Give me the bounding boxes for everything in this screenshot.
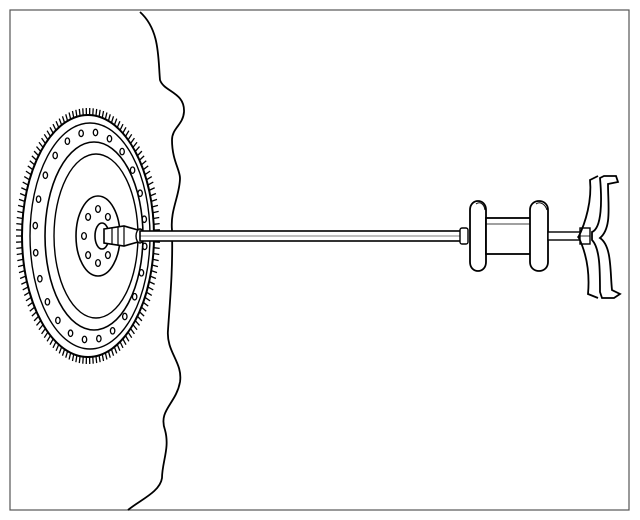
gear-tooth [71, 354, 75, 362]
gear-tooth [134, 146, 141, 152]
gear-tooth [116, 344, 121, 351]
gear-tooth [61, 116, 66, 124]
gear-tooth [49, 126, 54, 134]
gear-tooth [68, 112, 72, 120]
bolt-hole [129, 166, 136, 175]
slide-hammer-shaft [139, 227, 469, 245]
puller-adapter [103, 225, 145, 247]
engine-block-edge [127, 11, 185, 511]
gear-tooth [124, 130, 130, 137]
bolt-hole [106, 134, 113, 143]
gear-tooth [55, 344, 60, 351]
t-handle [577, 175, 622, 299]
gear-tooth [132, 324, 138, 331]
bolt-hole [64, 137, 71, 146]
bolt-hole [67, 329, 74, 338]
gear-tooth [65, 350, 69, 358]
gear-tooth [68, 352, 72, 360]
gear-tooth [95, 356, 98, 364]
bolt-hole [35, 195, 42, 204]
gear-tooth [127, 331, 133, 339]
bolt-hole [119, 147, 125, 156]
bolt-hole [55, 316, 61, 325]
slide-weight [469, 200, 591, 272]
bolt-hole [52, 151, 59, 160]
frame-border [9, 9, 630, 511]
gear-tooth [134, 320, 141, 326]
gear-tooth [101, 354, 105, 362]
center-bolt-hole [104, 251, 111, 260]
gear-tooth [38, 141, 44, 148]
gear-tooth [124, 335, 130, 342]
gear-tooth [75, 355, 78, 363]
bolt-hole [44, 297, 51, 306]
gear-tooth [38, 324, 44, 331]
center-bolt-hole [94, 204, 102, 214]
gear-tooth [49, 338, 54, 346]
gear-tooth [101, 110, 105, 118]
bolt-hole [109, 326, 116, 335]
gear-tooth [119, 123, 124, 131]
flywheel-outer-bolt-holes [32, 128, 148, 344]
gear-tooth [98, 355, 101, 363]
gear-tooth [107, 114, 111, 122]
gear-tooth [52, 341, 57, 349]
center-bolt-hole [80, 231, 88, 241]
gear-tooth [130, 328, 135, 335]
gear-tooth [113, 118, 118, 126]
bolt-hole [92, 128, 99, 137]
gear-tooth [127, 133, 133, 141]
gear-tooth [58, 346, 63, 354]
gear-tooth [107, 350, 111, 358]
gear-tooth [78, 356, 81, 364]
gear-tooth [52, 123, 57, 131]
gear-tooth [71, 110, 75, 118]
center-bolt-hole [104, 212, 111, 221]
gear-tooth [43, 133, 49, 141]
gear-tooth [58, 118, 63, 126]
gear-tooth [46, 335, 52, 342]
bolt-hole [32, 248, 39, 257]
bolt-hole [42, 171, 49, 180]
bolt-hole [121, 312, 128, 321]
gear-tooth [122, 338, 127, 346]
bolt-hole [32, 221, 39, 230]
gear-tooth [113, 346, 118, 354]
gear-tooth [110, 116, 115, 124]
gear-tooth [110, 348, 115, 356]
gear-tooth [41, 137, 46, 144]
gear-tooth [104, 112, 108, 120]
bolt-hole [96, 334, 102, 343]
gear-tooth [43, 331, 49, 339]
gear-tooth [95, 108, 98, 116]
bolt-hole [131, 292, 138, 301]
gear-tooth [98, 109, 101, 117]
gear-tooth [122, 126, 127, 134]
gear-tooth [130, 137, 135, 144]
gear-tooth [75, 109, 78, 117]
gear-tooth [119, 341, 124, 349]
center-bolt-hole [94, 258, 102, 268]
center-bolt-hole [85, 251, 92, 260]
gear-tooth [35, 320, 42, 326]
bolt-hole [78, 129, 84, 138]
gear-tooth [78, 108, 81, 116]
gear-tooth [132, 141, 138, 148]
gear-tooth [35, 146, 42, 152]
center-bolt-hole [85, 212, 92, 221]
gear-tooth [116, 121, 121, 128]
bolt-hole [81, 335, 88, 344]
gear-tooth [41, 328, 46, 335]
bolt-hole [37, 274, 43, 283]
gear-tooth [46, 130, 52, 137]
gear-tooth [55, 121, 60, 128]
gear-tooth [61, 348, 66, 356]
gear-tooth [65, 114, 69, 122]
gear-tooth [104, 352, 108, 360]
